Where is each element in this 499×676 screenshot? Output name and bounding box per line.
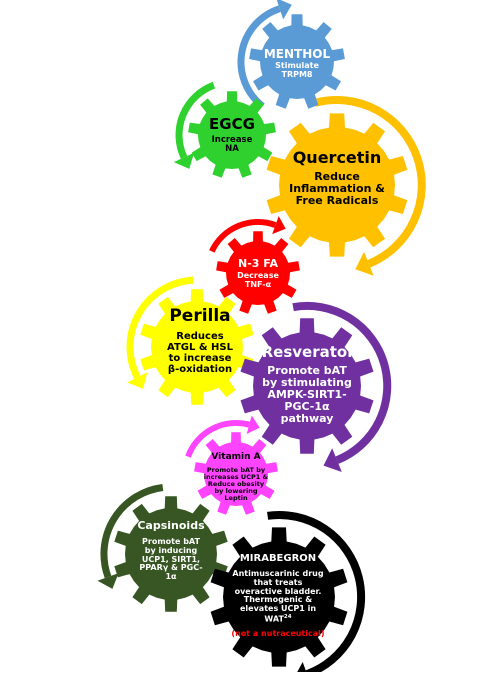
mirabegron-title: MIRABEGRON: [239, 553, 317, 564]
perilla-desc: Reduces ATGL & HSL to increase β-oxidati…: [167, 330, 233, 375]
capsinoids-title: Capsinoids: [137, 519, 205, 532]
egcg-title: EGCG: [209, 115, 255, 133]
gear-label-n3fa: N-3 FA Decrease TNF-α: [225, 257, 291, 290]
mirabegron-superscript: 24: [283, 613, 292, 620]
vitamin-a-desc: Promote bAT by increases UCP1 & Reduce o…: [203, 465, 269, 503]
gear-egcg: [188, 91, 276, 178]
arrow-menthol: [237, 5, 281, 109]
arrow-resveratol: [292, 301, 392, 464]
gear-label-mirabegron: MIRABEGRON Antimuscarinic drug that trea…: [227, 553, 329, 639]
arrowhead-capsinoids: [97, 573, 119, 589]
arrowhead-menthol: [276, 0, 292, 20]
n3fa-title: N-3 FA: [237, 257, 279, 270]
quercetin-desc: Reduce Inflammation & Free Radicals: [289, 169, 385, 207]
resveratol-title: Resveratol: [261, 343, 353, 361]
gear-perilla: [140, 289, 254, 405]
vitamin-a-title: Vitamin A: [211, 452, 261, 462]
arrowhead-resveratol: [323, 448, 342, 472]
arrow-perilla: [126, 276, 194, 379]
mirabegron-desc-text: Antimuscarinic drug that treats overacti…: [232, 569, 324, 624]
gear-quercetin: [266, 113, 408, 257]
mirabegron-note: (not a nutraceutical): [231, 629, 325, 639]
gear-label-egcg: EGCG Increase NA: [196, 116, 268, 154]
arrow-n3fa: [209, 219, 277, 253]
menthol-desc: Stimulate TRPM8: [275, 61, 319, 79]
arrowhead-vitamin_a: [246, 415, 260, 434]
gear-label-menthol: MENTHOL Stimulate TRPM8: [256, 47, 338, 80]
arrow-quercetin: [313, 96, 426, 268]
arrow-vitamin_a: [185, 420, 250, 458]
gear-label-resveratol: Resveratol Promote bAT by stimulating AM…: [248, 344, 366, 425]
gear-label-capsinoids: Capsinoids Promote bAT by inducing UCP1,…: [128, 519, 214, 582]
arrowhead-perilla: [127, 372, 148, 389]
arrow-egcg: [175, 81, 216, 159]
gear-n3fa: [216, 231, 300, 314]
arrow-mirabegron: [267, 511, 366, 676]
arrowhead-quercetin: [355, 251, 374, 276]
gear-resveratol: [240, 318, 374, 454]
arrowhead-egcg: [173, 152, 195, 169]
n3fa-desc: Decrease TNF-α: [237, 271, 279, 289]
resveratol-desc: Promote bAT by stimulating AMPK-SIRT1-PG…: [262, 363, 352, 425]
gear-vitamin_a: [194, 432, 278, 515]
gear-label-quercetin: Quercetin Reduce Inflammation & Free Rad…: [282, 149, 392, 207]
gear-mirabegron: [210, 527, 348, 667]
arrowhead-n3fa: [272, 216, 286, 235]
mirabegron-desc: Antimuscarinic drug that treats overacti…: [231, 569, 325, 624]
gear-label-perilla: Perilla Reduces ATGL & HSL to increase β…: [148, 307, 252, 375]
gear-menthol: [249, 14, 345, 109]
quercetin-title: Quercetin: [292, 148, 382, 167]
perilla-title: Perilla: [169, 306, 231, 326]
menthol-title: MENTHOL: [263, 47, 331, 61]
capsinoids-desc: Promote bAT by inducing UCP1, SIRT1, PPA…: [139, 537, 203, 582]
egcg-desc: Increase NA: [211, 134, 253, 154]
gear-capsinoids: [114, 496, 228, 612]
arrow-capsinoids: [100, 484, 164, 579]
gear-label-vitamin-a: Vitamin A Promote bAT by increases UCP1 …: [199, 452, 273, 503]
